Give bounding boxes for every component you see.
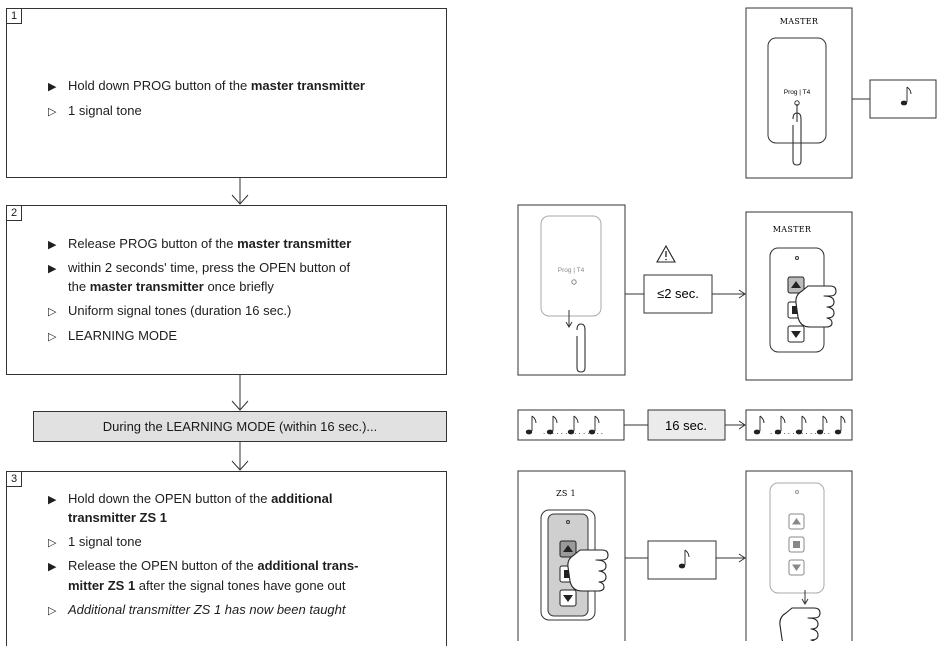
timeline-tones-left-box [517,409,625,441]
step1-text-part: Hold down PROG button of the [68,78,251,93]
figure-2-prog-label: Prog | T4 [558,267,585,274]
step3-text-part: 1 signal tone [68,534,142,549]
step-3-box [6,471,447,646]
step2-text-part: within 2 seconds' time, press the OPEN b… [68,260,351,275]
action-bullet-icon: ▶ [48,494,57,506]
timeline-tones-right-notes: . . . . . . . . . . . . . . [753,415,846,436]
step3-text-part: Additional transmitter ZS 1 has now been… [68,602,346,617]
timeline-tones-right-box [745,409,853,441]
result-bullet-icon: ▷ [48,106,57,118]
flow-arrow-1-2-head [231,194,249,205]
step1-text-part: 1 signal tone [68,103,142,118]
step2-instruction-line: ▷ Uniform signal tones (duration 16 sec.) [48,302,291,321]
step-3-number: 3 [6,471,22,487]
step3-instruction-line: ▷ 1 signal tone [48,533,142,552]
figure-3-pointing-hand-icon [567,549,609,592]
step2-text-part: master transmitter [237,236,352,251]
step3-instruction-line: ▶ Release the OPEN button of the addition… [48,557,358,576]
step-1-number: 1 [6,8,22,24]
step3-instruction-line: ▷ Additional transmitter ZS 1 has now bee… [48,601,346,620]
figure-3-signal-box [647,540,717,580]
step1-instruction-line: ▷ 1 signal tone [48,102,142,121]
action-bullet-icon: ▶ [48,263,57,275]
step2-text-part: once briefly [203,279,274,294]
result-bullet-icon: ▷ [48,331,57,343]
flow-arrow-bar-3-head [231,460,249,471]
step3-text-part: transmitter ZS 1 [68,510,167,525]
step-2-number: 2 [6,205,22,221]
figure-2-paper-clip [576,323,586,373]
timeline-duration-box [647,409,726,441]
step2-text-part: master transmitter [89,279,204,294]
step-1-box [6,8,447,178]
figure-3-zs1-label: ZS 1 [556,489,576,498]
figure-1-master-label: MASTER [780,17,819,26]
step-2-box [6,205,447,375]
step1-instruction-line: ▶ Hold down PROG button of the master tra… [48,77,365,96]
step3-text-part: Release the OPEN button of the [68,558,258,573]
svg-text:. . . . . . . . . . . . . .: . . . . . . . . . . . . . . [543,427,603,436]
step3-text-part: additional trans- [257,558,359,573]
action-bullet-icon: ▶ [48,81,57,93]
figure-1-transmitter [767,37,827,144]
step2-text-part: the [68,279,90,294]
figure-2-prog-button [571,279,577,285]
step3-instruction-line: mitter ZS 1 after the signal tones have … [48,577,346,595]
step2-text-part: LEARNING MODE [68,328,178,343]
step2-instruction-line: ▶ within 2 seconds' time, press the OPEN … [48,259,350,278]
step2-instruction-line: ▶ Release PROG button of the master trans… [48,235,351,254]
action-bullet-icon: ▶ [48,561,57,573]
figure-3-released-hand-icon [779,607,821,641]
step3-text-part: additional [271,491,333,506]
result-bullet-icon: ▷ [48,306,57,318]
figure-2-timing-box [643,274,713,314]
result-bullet-icon: ▷ [48,537,57,549]
step2-instruction-line: the master transmitter once briefly [48,278,274,296]
flow-arrow-2-bar-head [231,400,249,411]
figure-2-pointing-hand-icon [795,285,837,328]
timeline-duration-label: 16 sec. [665,418,707,433]
figure-1-prog-label: Prog | T4 [784,89,811,96]
step2-instruction-line: ▷ LEARNING MODE [48,327,177,346]
figure-2-transmitter-faded [540,215,602,317]
step3-instruction-line: transmitter ZS 1 [48,509,167,527]
result-bullet-icon: ▷ [48,605,57,617]
figure-2-release-arrow-head [565,321,573,328]
svg-text:. . . . . . . . . . . . . .: . . . . . . . . . . . . . . [770,427,830,436]
figure-1-paper-clip [792,104,802,166]
figure-2-master-label: MASTER [773,225,812,234]
step2-text-part: Uniform signal tones (duration 16 sec.) [68,303,292,318]
figure-1-signal-box [869,79,937,119]
step3-text-part: mitter ZS 1 [68,578,136,593]
step3-instruction-line: ▶ Hold down the OPEN button of the additi… [48,490,332,509]
action-bullet-icon: ▶ [48,239,57,251]
step3-text-part: after the signal tones have gone out [135,578,346,593]
step3-text-part: Hold down the OPEN button of the [68,491,272,506]
step2-text-part: Release PROG button of the [68,236,238,251]
step1-text-part: master transmitter [250,78,365,93]
timeline-tones-left-notes: . . . . . . . . . . . . . . [525,415,603,436]
figure-2-timing-label: ≤2 sec. [657,286,699,301]
learning-mode-bar: During the LEARNING MODE (within 16 sec.… [33,411,447,442]
